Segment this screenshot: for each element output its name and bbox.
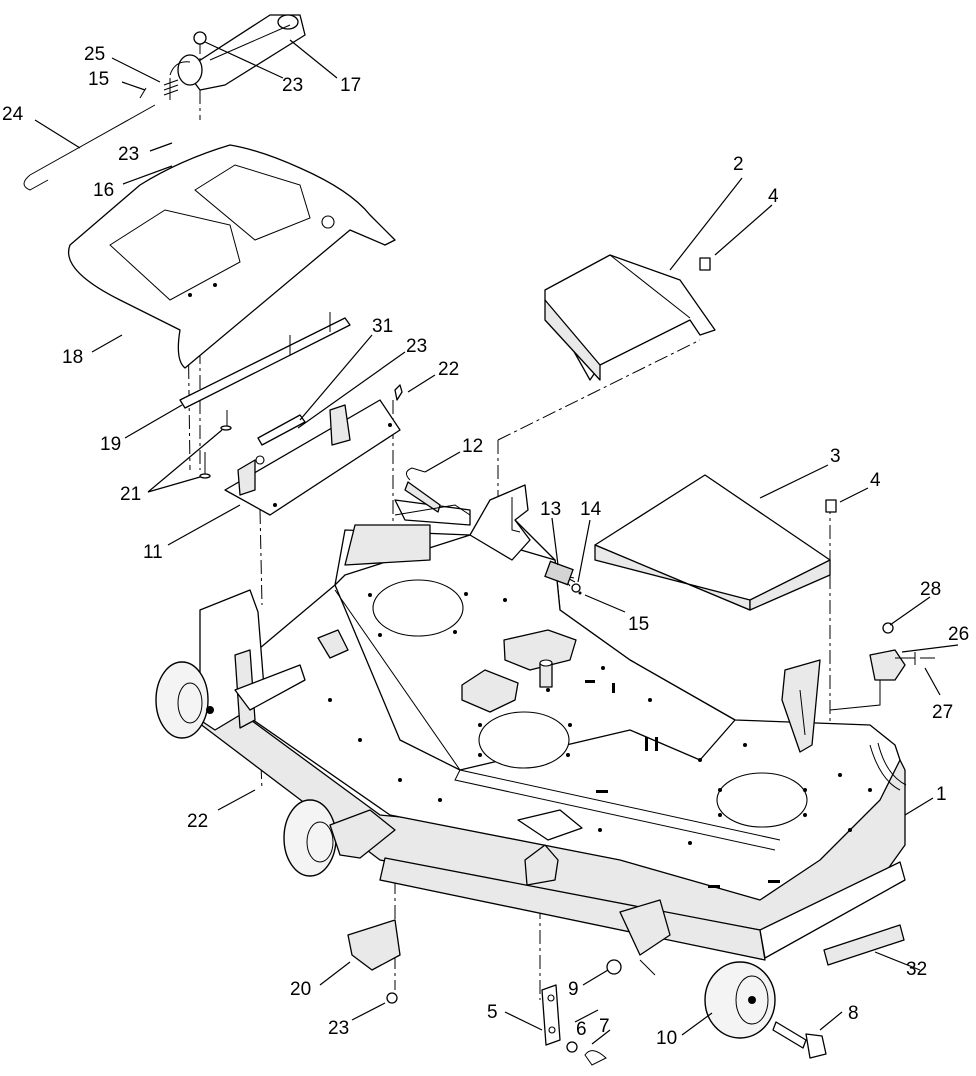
cover-3 [594,474,837,611]
cover-2 [544,254,716,381]
callout-17: 17 [340,75,361,96]
callout-11: 11 [143,542,163,563]
grease-fitting [829,622,935,711]
callout-26: 26 [948,624,969,645]
callout-27: 27 [932,702,953,723]
callout-25: 25 [84,44,105,65]
callout-4-mid: 4 [870,470,881,491]
callout-23-bottom: 23 [328,1018,349,1039]
lower-parts [347,809,905,1066]
callout-15-top: 15 [88,69,109,90]
callout-23-top: 23 [282,75,303,96]
callout-10: 10 [656,1028,677,1049]
mount-plate [224,384,403,516]
callout-13: 13 [540,499,561,520]
callout-24: 24 [2,104,24,125]
spring-washer [544,560,582,595]
callout-16: 16 [93,180,114,201]
callout-15-mid: 15 [628,614,649,635]
callout-22-top: 22 [438,359,459,380]
callout-leaders [34,39,959,1045]
callout-14: 14 [580,499,602,520]
callout-32: 32 [906,959,927,980]
callout-5: 5 [487,1002,498,1023]
callout-labels: 24 25 15 23 17 23 16 18 19 21 31 23 22 1… [2,44,969,1049]
callout-19: 19 [100,434,121,455]
callout-28: 28 [920,579,941,600]
callout-20: 20 [290,979,311,1000]
callout-1: 1 [936,784,947,805]
callout-23-shield: 23 [118,144,139,165]
callout-4-top: 4 [768,186,779,207]
deck-shield [68,144,396,369]
callout-8: 8 [848,1003,859,1024]
callout-22-bottom: 22 [187,811,208,832]
shield-bracket [179,312,351,479]
callout-9: 9 [568,979,579,1000]
callout-31: 31 [372,316,393,337]
callout-23-plate: 23 [406,336,427,357]
callout-6: 6 [576,1019,587,1040]
callout-21: 21 [120,484,141,505]
callout-12: 12 [462,436,483,457]
callout-3: 3 [830,446,841,467]
callout-7: 7 [599,1016,610,1037]
left-side-assembly [155,589,776,1039]
lift-linkage [23,14,306,191]
callout-18: 18 [62,347,83,368]
callout-2: 2 [733,154,744,175]
hitch-pin [394,467,471,516]
